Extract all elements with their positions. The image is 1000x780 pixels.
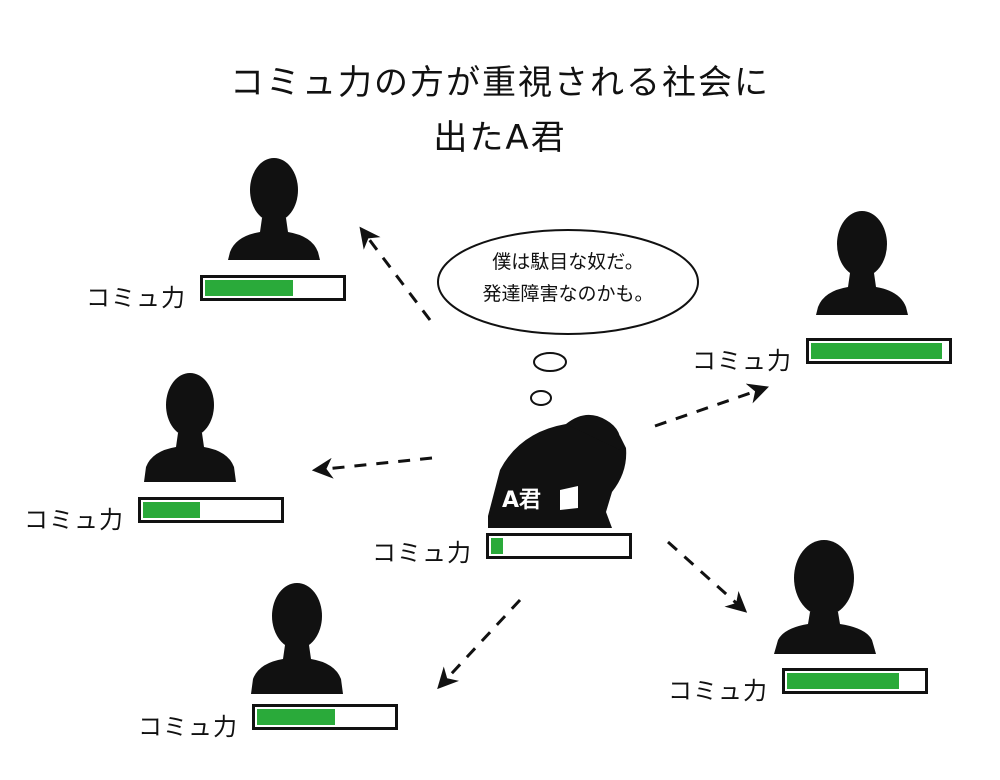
top-right-comm-fill — [811, 343, 942, 359]
mid-left-comm-bar — [138, 497, 284, 523]
top-left-comm-fill — [205, 280, 293, 296]
a-kun-silhouette — [488, 414, 627, 528]
arrow-to-bottom-left — [437, 598, 522, 690]
bottom-left-comm-fill — [257, 709, 335, 725]
arrow-to-bottom-right — [666, 540, 748, 613]
arrow-to-mid-left — [311, 456, 433, 479]
arrow-to-top-right — [654, 383, 769, 428]
top-right-comm-bar — [806, 338, 952, 364]
thought-line-1: 僕は駄目な奴だ。 — [492, 251, 644, 273]
person-top-left-silhouette — [228, 158, 320, 260]
bottom-left-comm-label: コミュ力 — [138, 713, 238, 741]
top-left-comm-bar — [200, 275, 346, 301]
a-kun-comm-bar — [486, 533, 632, 559]
title-line-2: 出たA君 — [433, 118, 567, 158]
a-kun-comm-label: コミュ力 — [372, 539, 472, 567]
bottom-right-comm-label: コミュ力 — [668, 677, 768, 705]
thought-bubble — [437, 229, 699, 335]
a-kun-name: A君 — [502, 488, 542, 513]
thought-bubble-dot-small — [530, 390, 552, 406]
title-line-1: コミュ力の方が重視される社会に — [230, 63, 770, 103]
bottom-right-comm-fill — [787, 673, 899, 689]
thought-bubble-dot-large — [533, 352, 567, 372]
thought-text: 僕は駄目な奴だ。 発達障害なのかも。 — [448, 246, 688, 310]
person-mid-left-silhouette — [144, 373, 236, 482]
mid-left-comm-fill — [143, 502, 200, 518]
thought-line-2: 発達障害なのかも。 — [482, 283, 654, 305]
person-bottom-left-silhouette — [251, 583, 343, 694]
bottom-right-comm-bar — [782, 668, 928, 694]
person-top-right-silhouette — [816, 211, 908, 315]
a-kun-comm-fill — [491, 538, 503, 554]
top-right-comm-label: コミュ力 — [692, 347, 792, 375]
top-left-comm-label: コミュ力 — [86, 284, 186, 312]
bottom-left-comm-bar — [252, 704, 398, 730]
arrow-to-top-left — [359, 226, 432, 321]
mid-left-comm-label: コミュ力 — [24, 506, 124, 534]
person-bottom-right-silhouette — [774, 540, 876, 654]
